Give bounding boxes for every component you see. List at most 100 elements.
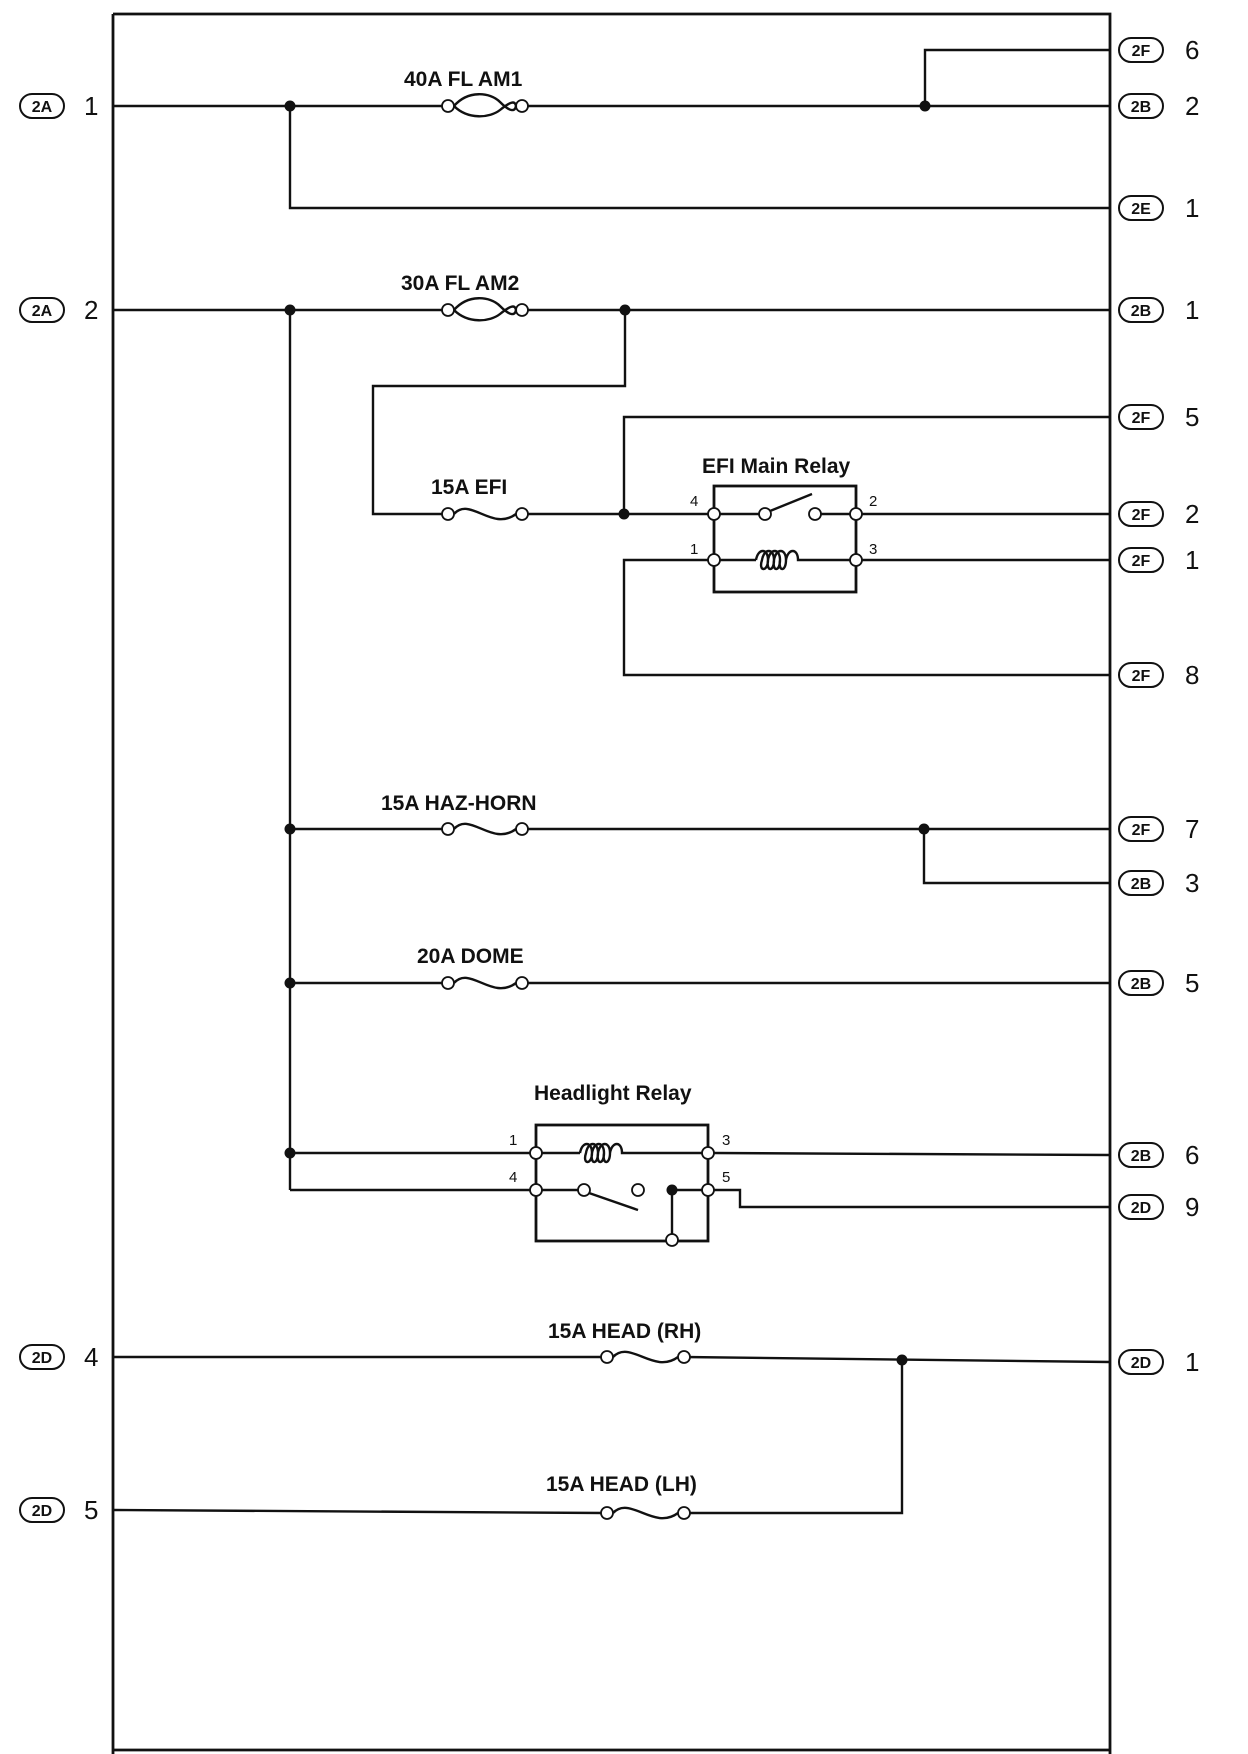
fuse-head-lh-label: 15A HEAD (LH)	[546, 1473, 697, 1496]
connector-badge	[1118, 662, 1164, 688]
connector-badge	[1118, 816, 1164, 842]
circuit-am2: 30A FL AM2	[113, 272, 1110, 1190]
fuse-dome-symbol	[441, 976, 529, 990]
headlight-relay-title: Headlight Relay	[534, 1082, 692, 1105]
connector-pin-number: 6	[1185, 35, 1199, 65]
efi-main-relay-title: EFI Main Relay	[702, 455, 851, 478]
circuit-am1: 40A FL AM1	[113, 48, 1110, 210]
connector-badge	[1118, 1194, 1164, 1220]
efi-relay-pin-3: 3	[869, 541, 877, 558]
fuse-head-lh-symbol	[600, 1506, 691, 1520]
fuse-haz-horn-label: 15A HAZ-HORN	[381, 792, 537, 815]
fuse-am2-label: 30A FL AM2	[401, 272, 519, 295]
headlight-relay-pin-1: 1	[509, 1132, 517, 1149]
headlight-relay-pin-5: 5	[722, 1169, 730, 1186]
junction-block-frame	[111, 12, 1112, 1754]
connector-id: 2D	[32, 1503, 52, 1520]
connector-pin-number: 1	[1185, 295, 1199, 325]
connector-id: 2B	[1131, 876, 1151, 893]
connector-2f-pin-8: 2F 8	[1118, 660, 1199, 690]
connector-badge	[19, 1344, 65, 1370]
efi-main-relay: EFI Main Relay 4 2 1 3	[690, 455, 877, 594]
connector-pin-number: 2	[84, 295, 98, 325]
connector-pin-number: 2	[1185, 499, 1199, 529]
connector-pin-number: 5	[1185, 402, 1199, 432]
connector-badge	[1118, 501, 1164, 527]
connector-badge	[1118, 870, 1164, 896]
connector-id: 2B	[1131, 1148, 1151, 1165]
efi-relay-pin-2: 2	[869, 493, 877, 510]
connector-id: 2A	[32, 99, 53, 116]
fuse-head-rh-label: 15A HEAD (RH)	[548, 1320, 701, 1343]
connector-id: 2B	[1131, 303, 1151, 320]
connector-id: 2D	[1131, 1355, 1151, 1372]
connector-pin-number: 6	[1185, 1140, 1199, 1170]
connector-badge	[1118, 297, 1164, 323]
fuse-efi-symbol	[441, 507, 529, 521]
fuse-head-rh-symbol	[600, 1350, 691, 1364]
connector-badge	[1118, 1142, 1164, 1168]
connector-id: 2F	[1132, 410, 1151, 427]
connector-id: 2F	[1132, 553, 1151, 570]
connector-badge	[1118, 37, 1164, 63]
connector-badge	[1118, 404, 1164, 430]
circuit-efi: 15A EFI EFI Main Relay 4 2 1 3	[431, 415, 1110, 677]
connector-2b-pin-6: 2B 6	[1118, 1140, 1199, 1170]
connector-badge	[1118, 93, 1164, 119]
connector-2d-pin-4: 2D 4	[19, 1342, 98, 1372]
circuit-headlight-relay: Headlight Relay 1 3 4 5	[284, 1082, 1111, 1247]
headlight-relay-pin-4: 4	[509, 1169, 517, 1186]
connector-badge	[1118, 970, 1164, 996]
efi-relay-pin-1: 1	[690, 541, 698, 558]
connector-2e-pin-1: 2E 1	[1118, 193, 1199, 223]
connector-pin-number: 3	[1185, 868, 1199, 898]
connector-2b-pin-1: 2B 1	[1118, 295, 1199, 325]
connector-id: 2F	[1132, 507, 1151, 524]
connector-pin-number: 8	[1185, 660, 1199, 690]
connector-pin-number: 1	[1185, 545, 1199, 575]
connector-pin-number: 2	[1185, 91, 1199, 121]
headlight-relay: Headlight Relay 1 3 4 5	[509, 1082, 730, 1247]
efi-relay-pin-4: 4	[690, 493, 698, 510]
connector-badge	[19, 93, 65, 119]
connector-id: 2B	[1131, 99, 1151, 116]
connector-pin-number: 9	[1185, 1192, 1199, 1222]
circuit-dome: 20A DOME	[284, 945, 1110, 990]
connector-2f-pin-2: 2F 2	[1118, 499, 1199, 529]
connector-2a-pin-1: 2A 1	[19, 91, 98, 121]
headlight-relay-pin-3: 3	[722, 1132, 730, 1149]
connector-pin-number: 5	[1185, 968, 1199, 998]
connector-2f-pin-1: 2F 1	[1118, 545, 1199, 575]
connector-badge	[1118, 1349, 1164, 1375]
connector-pin-number: 4	[84, 1342, 98, 1372]
connector-pin-number: 1	[84, 91, 98, 121]
connector-2d-pin-1: 2D 1	[1118, 1347, 1199, 1377]
connector-id: 2D	[1131, 1200, 1151, 1217]
fuse-haz-horn-symbol	[441, 822, 529, 836]
connector-pin-number: 1	[1185, 193, 1199, 223]
fuse-am1-symbol	[441, 93, 529, 118]
connector-id: 2E	[1131, 201, 1151, 218]
fuse-am2-symbol	[441, 297, 529, 322]
fuse-efi-label: 15A EFI	[431, 476, 507, 499]
connector-2d-pin-9: 2D 9	[1118, 1192, 1199, 1222]
circuit-head: 15A HEAD (RH) 15A HEAD (LH)	[112, 1320, 1111, 1520]
connector-id: 2D	[32, 1350, 52, 1367]
connector-pin-number: 7	[1185, 814, 1199, 844]
connector-2f-pin-6: 2F 6	[1118, 35, 1199, 65]
circuit-haz-horn: 15A HAZ-HORN	[284, 792, 1110, 885]
fuse-dome-label: 20A DOME	[417, 945, 524, 968]
connector-id: 2F	[1132, 668, 1151, 685]
connector-badge	[1118, 547, 1164, 573]
connector-2f-pin-5: 2F 5	[1118, 402, 1199, 432]
connector-2b-pin-2: 2B 2	[1118, 91, 1199, 121]
connector-id: 2F	[1132, 43, 1151, 60]
connector-pin-number: 1	[1185, 1347, 1199, 1377]
